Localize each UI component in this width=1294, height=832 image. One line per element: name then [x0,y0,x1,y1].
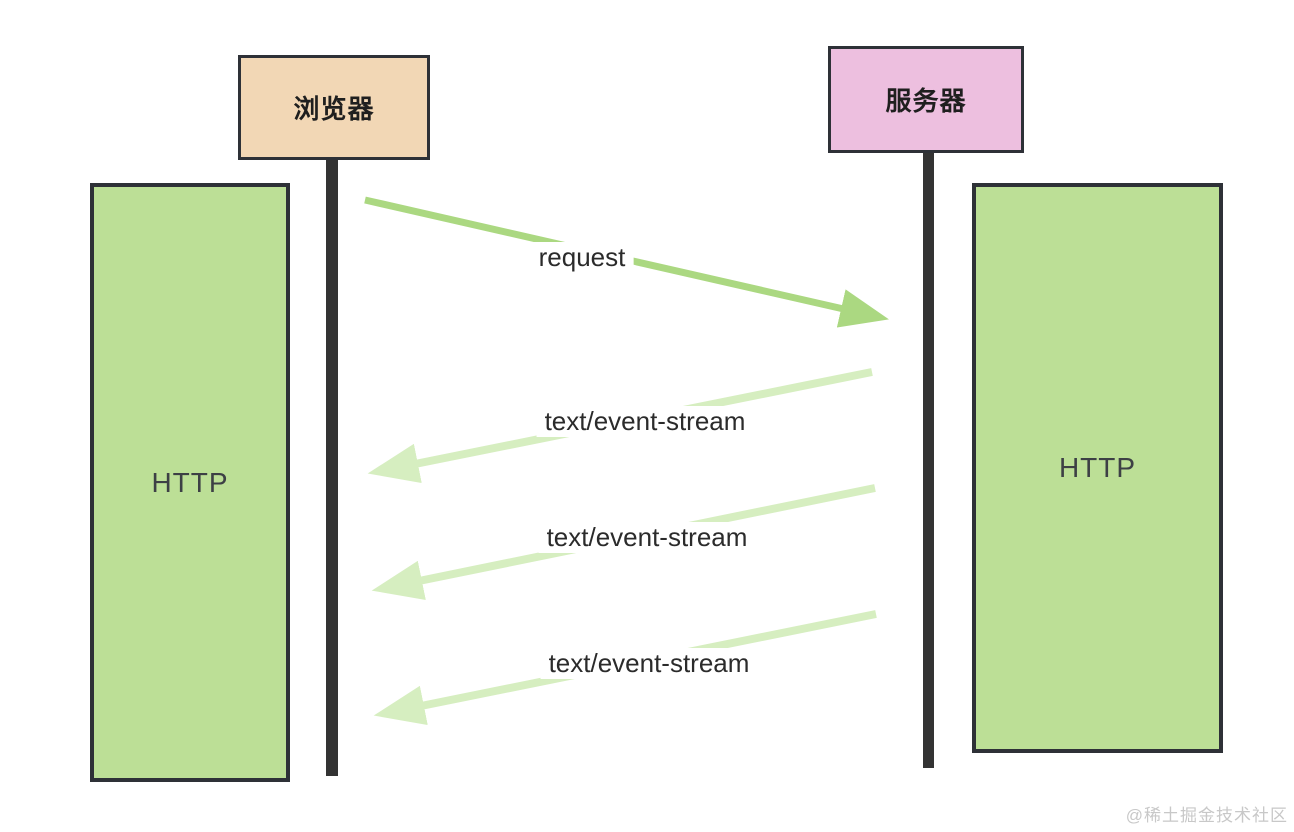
server-box: 服务器 [828,46,1024,153]
http-box-left: HTTP [90,183,290,782]
http-label-left: HTTP [151,466,229,498]
browser-label: 浏览器 [293,94,375,124]
server-label: 服务器 [885,86,967,116]
watermark: @稀土掘金技术社区 [1125,806,1288,825]
server-lifeline [923,150,934,768]
message-label-event-stream-2: text/event-stream [538,522,756,553]
http-label-right: HTTP [1058,452,1137,483]
message-label-request: request [530,242,634,273]
browser-box: 浏览器 [238,55,430,160]
message-label-event-stream-3: text/event-stream [540,648,758,679]
message-label-event-stream-1: text/event-stream [536,406,754,437]
browser-lifeline [326,158,338,776]
http-box-right: HTTP [972,183,1223,753]
